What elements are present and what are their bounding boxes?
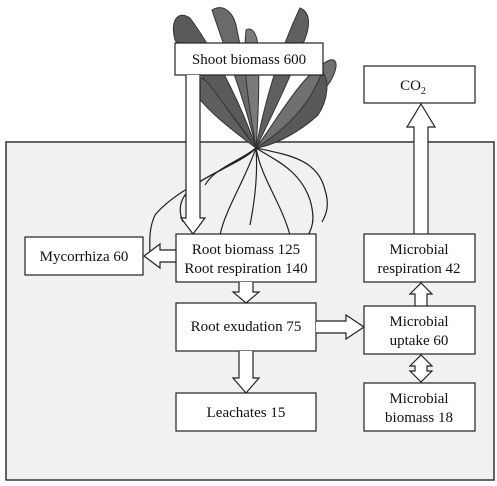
root-exudation-box xyxy=(175,302,317,352)
root-exudation-label: Root exudation 75 xyxy=(191,319,302,335)
microbial-biomass-box xyxy=(363,382,476,432)
microbial-uptake-line2: uptake 60 xyxy=(390,333,449,349)
co2-subscript: 2 xyxy=(421,86,426,97)
microbial-respiration-line2: respiration 42 xyxy=(378,261,461,277)
microbial-respiration-box xyxy=(363,233,476,283)
arrow-uptake-to-respiration xyxy=(408,282,434,306)
plant-roots xyxy=(149,147,328,261)
root-biomass-label: Root biomass 125 xyxy=(192,242,300,258)
microbial-uptake-box xyxy=(363,305,476,355)
root-biomass-box xyxy=(175,233,317,283)
shoot-biomass-box xyxy=(174,42,324,76)
microbial-biomass-line2: biomass 18 xyxy=(385,410,453,426)
arrow-respiration-to-co2 xyxy=(405,102,437,234)
microbial-biomass-line1: Microbial xyxy=(389,391,448,407)
co2-box xyxy=(363,65,476,104)
leachates-box xyxy=(175,392,317,432)
shoot-biomass-label: Shoot biomass 600 xyxy=(192,52,306,68)
microbial-respiration-line1: Microbial xyxy=(389,242,448,258)
root-respiration-label: Root respiration 140 xyxy=(184,261,307,277)
co2-label: CO2 xyxy=(400,78,426,97)
mycorrhiza-label: Mycorrhiza 60 xyxy=(40,249,129,265)
arrow-uptake-biomass-double xyxy=(408,354,434,383)
arrow-root-to-mycorrhiza xyxy=(143,242,176,270)
leachates-label: Leachates 15 xyxy=(207,405,286,421)
microbial-uptake-line1: Microbial xyxy=(389,314,448,330)
leaf-5 xyxy=(255,71,328,149)
